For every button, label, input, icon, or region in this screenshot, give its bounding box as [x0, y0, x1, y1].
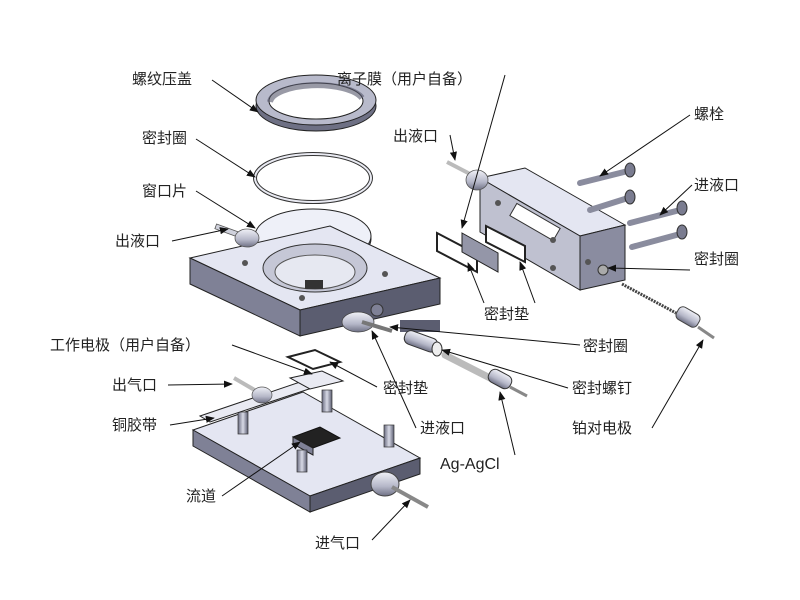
label-platinum-electrode: 铂对电极: [572, 419, 633, 437]
gasket-mid-part: [285, 348, 343, 371]
label-working-electrode: 工作电极（用户自备）: [50, 336, 201, 354]
label-ag-agcl: Ag-AgCl: [440, 456, 500, 473]
label-gasket-mid: 密封垫: [383, 379, 429, 397]
label-window-piece: 窗口片: [142, 182, 188, 200]
label-seal-ring-top: 密封圈: [142, 129, 188, 147]
label-liquid-outlet-right: 出液口: [393, 127, 439, 145]
label-gas-outlet: 出气口: [112, 376, 158, 394]
leader-lines: [167, 74, 704, 541]
seal-ring-top-part: [253, 152, 373, 204]
ag-agcl-electrode-part: [441, 351, 528, 398]
label-ion-membrane: 离子膜（用户自备）: [337, 70, 473, 88]
upper-cell-block: [188, 223, 442, 337]
label-gas-inlet: 进气口: [315, 534, 361, 552]
label-seal-screw: 密封螺钉: [572, 379, 633, 397]
label-gasket-right: 密封垫: [484, 305, 530, 323]
label-copper-tape: 铜胶带: [112, 416, 158, 434]
label-thread-cap: 螺纹压盖: [132, 70, 193, 88]
thread-cap-part: [255, 74, 377, 132]
seal-screw-part: [403, 330, 443, 357]
membrane-and-gaskets: [436, 224, 526, 274]
label-liquid-inlet-mid: 进液口: [420, 419, 466, 437]
label-bolt: 螺栓: [694, 105, 725, 123]
bolts: [577, 162, 688, 250]
label-seal-ring-mid: 密封圈: [583, 337, 629, 355]
label-flow-channel: 流道: [186, 487, 217, 505]
platinum-electrode-part: [621, 282, 715, 340]
right-cell-block: [446, 160, 688, 291]
bottom-cell-block: [191, 370, 429, 513]
label-seal-ring-right: 密封圈: [694, 250, 740, 268]
label-liquid-outlet-left: 出液口: [115, 232, 161, 250]
label-liquid-inlet-right: 进液口: [694, 176, 740, 194]
